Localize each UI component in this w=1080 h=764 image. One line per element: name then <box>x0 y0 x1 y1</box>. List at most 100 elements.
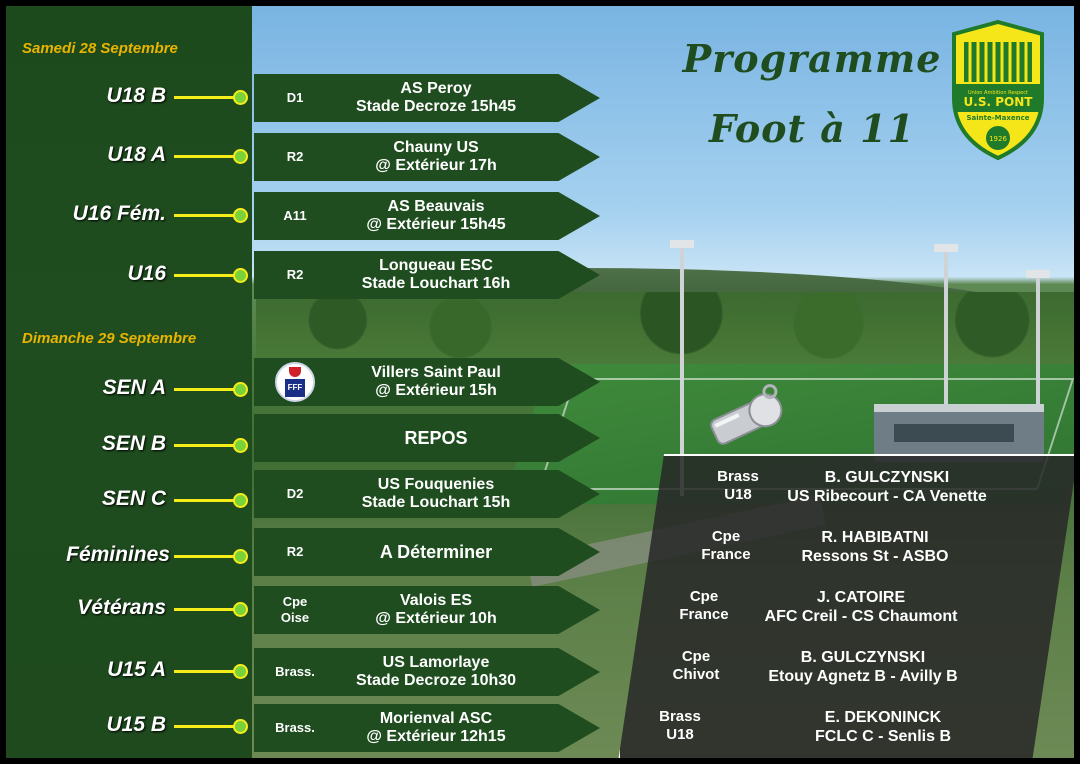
opponent: Villers Saint Paul <box>371 364 501 381</box>
logo-year: 1926 <box>989 135 1007 143</box>
match-banner: D1 AS Peroy Stade Decroze 15h45 <box>254 74 600 122</box>
competition-label: R2 <box>286 544 304 559</box>
team-label: U15 A <box>107 658 166 681</box>
connector-line <box>174 268 248 283</box>
opponent: AS Peroy <box>400 80 472 97</box>
match-banner: FFF Villers Saint Paul @ Extérieur 15h <box>254 358 600 406</box>
connector-line <box>174 602 248 617</box>
team-label: SEN B <box>101 432 166 455</box>
competition-label: D2 <box>286 486 304 501</box>
team-label: Féminines <box>66 543 170 566</box>
page-title-line2: Foot à 11 <box>708 106 916 151</box>
connector-line <box>174 149 248 164</box>
club-logo: Union Ambition Respect U.S. PONT Sainte-… <box>952 20 1044 160</box>
day-label-sunday: Dimanche 29 Septembre <box>22 330 197 347</box>
clubhouse-building <box>874 404 1044 462</box>
match-banner: D2 US Fouquenies Stade Louchart 15h <box>254 470 600 518</box>
opponent: A Déterminer <box>379 542 493 562</box>
venue-time: Stade Louchart 16h <box>361 275 511 292</box>
match-info: REPOS <box>316 414 556 462</box>
opponent: Valois ES <box>399 592 473 609</box>
connector-line <box>174 549 248 564</box>
venue-time: Stade Decroze 10h30 <box>355 672 517 689</box>
floodlight-pylon <box>1026 270 1050 416</box>
match-banner: A11 AS Beauvais @ Extérieur 15h45 <box>254 192 600 240</box>
floodlight-pylon <box>934 244 958 450</box>
team-label: U18 B <box>106 84 166 107</box>
connector-line <box>174 719 248 734</box>
match-info: AS Peroy Stade Decroze 15h45 <box>316 74 556 122</box>
schedule-panel <box>6 6 252 758</box>
background-trees <box>256 292 1074 362</box>
venue-time: @ Extérieur 15h45 <box>366 216 506 233</box>
team-label: Vétérans <box>77 596 166 619</box>
match-info: Morienval ASC @ Extérieur 12h15 <box>316 704 556 752</box>
poster-frame: Programme Foot à 11 Union Ambition Respe… <box>6 6 1074 758</box>
team-label: U16 Fém. <box>72 202 166 225</box>
opponent: AS Beauvais <box>387 198 485 215</box>
match-banner: R2 Chauny US @ Extérieur 17h <box>254 133 600 181</box>
fff-logo-icon: FFF <box>275 362 315 402</box>
team-label: U18 A <box>107 143 166 166</box>
venue-time: @ Extérieur 15h <box>375 382 497 399</box>
connector-line <box>174 90 248 105</box>
competition-label: D1 <box>286 90 304 105</box>
competition-label: Brass. <box>275 664 315 679</box>
opponent: REPOS <box>404 428 468 448</box>
logo-club-name: U.S. PONT <box>964 95 1034 109</box>
connector-line <box>174 208 248 223</box>
competition-label: R2 <box>286 149 304 164</box>
connector-line <box>174 382 248 397</box>
team-label: U15 B <box>106 713 166 736</box>
competition-label: R2 <box>286 267 304 282</box>
match-info: US Lamorlaye Stade Decroze 10h30 <box>316 648 556 696</box>
floodlight-pylon <box>670 240 694 496</box>
team-label: SEN A <box>102 376 166 399</box>
match-info: Chauny US @ Extérieur 17h <box>316 133 556 181</box>
connector-line <box>174 493 248 508</box>
venue-time: @ Extérieur 10h <box>375 610 497 627</box>
match-banner: Brass. Morienval ASC @ Extérieur 12h15 <box>254 704 600 752</box>
opponent: Longueau ESC <box>379 257 493 274</box>
team-label: U16 <box>127 262 166 285</box>
match-info: A Déterminer <box>316 528 556 576</box>
logo-motto: Union Ambition Respect <box>968 90 1028 96</box>
match-banner: R2 A Déterminer <box>254 528 600 576</box>
opponent: US Fouquenies <box>377 476 495 493</box>
match-info: AS Beauvais @ Extérieur 15h45 <box>316 192 556 240</box>
team-label: SEN C <box>101 487 166 510</box>
logo-city: Sainte-Maxence <box>967 114 1030 122</box>
day-label-saturday: Samedi 28 Septembre <box>22 40 178 57</box>
venue-time: @ Extérieur 12h15 <box>366 728 506 745</box>
whistle-icon <box>710 384 783 445</box>
page-title-line1: Programme <box>682 36 942 81</box>
match-banner: REPOS <box>254 414 600 462</box>
match-info: Valois ES @ Extérieur 10h <box>316 586 556 634</box>
match-info: Villers Saint Paul @ Extérieur 15h <box>316 358 556 406</box>
competition-badge: FFF <box>266 358 324 406</box>
opponent: Morienval ASC <box>379 710 493 727</box>
venue-time: Stade Louchart 15h <box>361 494 511 511</box>
match-banner: Brass. US Lamorlaye Stade Decroze 10h30 <box>254 648 600 696</box>
competition-label: A11 <box>283 208 307 223</box>
connector-line <box>174 438 248 453</box>
match-banner: R2 Longueau ESC Stade Louchart 16h <box>254 251 600 299</box>
competition-label: Brass. <box>275 720 315 735</box>
